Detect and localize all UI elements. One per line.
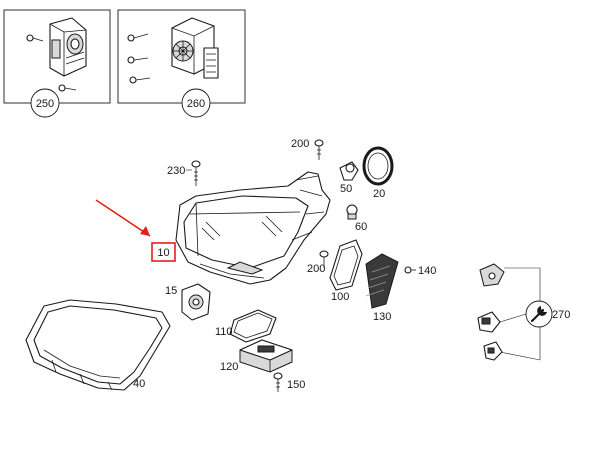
- seal-ring-20-icon: [362, 146, 394, 186]
- screw-icon: [129, 76, 151, 84]
- callout-270: 270: [552, 309, 570, 321]
- screw-150-icon: [273, 372, 283, 392]
- callout-circle: [181, 88, 211, 118]
- callout-250: 250: [36, 98, 54, 110]
- callout-230: 230: [167, 165, 185, 177]
- callout-60: 60: [355, 221, 367, 233]
- control-unit-120-icon: [239, 339, 293, 373]
- callout-130: 130: [373, 311, 391, 323]
- callout-150: 150: [287, 379, 305, 391]
- callout-260: 260: [187, 98, 205, 110]
- screw-140-icon: [404, 266, 416, 274]
- connector-plug-icon: [477, 311, 501, 333]
- housing-frame-40-icon: [25, 299, 171, 391]
- callout-50: 50: [340, 183, 352, 195]
- gasket-100-icon: [329, 239, 363, 291]
- screw-icon: [26, 34, 44, 42]
- led-module-130-icon: [365, 253, 399, 309]
- connector-plug-icon: [479, 263, 505, 287]
- callout-circle: [30, 88, 60, 118]
- callout-120: 120: [220, 361, 238, 373]
- bulb-60-icon: [346, 204, 358, 220]
- screw-230-icon: [191, 160, 201, 186]
- fan-module-icon: [171, 17, 219, 79]
- screw-200-icon: [314, 139, 324, 160]
- callout-200-top: 200: [291, 138, 309, 150]
- callout-40: 40: [133, 378, 145, 390]
- bulb-50-icon: [339, 161, 359, 181]
- callout-10-highlight-box: [151, 242, 176, 262]
- callout-200-mid: 200: [307, 263, 325, 275]
- callout-100: 100: [331, 291, 349, 303]
- screw-200-mid-icon: [319, 250, 329, 268]
- connector-group-270: [477, 263, 553, 361]
- headlamp-assembly: [175, 171, 331, 285]
- callout-110: 110: [215, 326, 233, 338]
- callout-20: 20: [373, 188, 385, 200]
- wrench-icon: [530, 306, 547, 323]
- callout-15: 15: [165, 285, 177, 297]
- highlight-arrow: [95, 199, 151, 237]
- gasket-110-icon: [229, 309, 277, 343]
- actuator-15-icon: [181, 283, 211, 321]
- callout-140: 140: [418, 265, 436, 277]
- screw-icon: [58, 84, 77, 92]
- inset-box-260: 260: [117, 9, 246, 118]
- screw-icon: [127, 56, 149, 64]
- connector-plug-icon: [483, 341, 503, 361]
- control-module-icon: [49, 17, 87, 77]
- callout-10: 10: [157, 247, 169, 259]
- screw-icon: [127, 33, 149, 42]
- inset-box-250: 250: [3, 9, 111, 118]
